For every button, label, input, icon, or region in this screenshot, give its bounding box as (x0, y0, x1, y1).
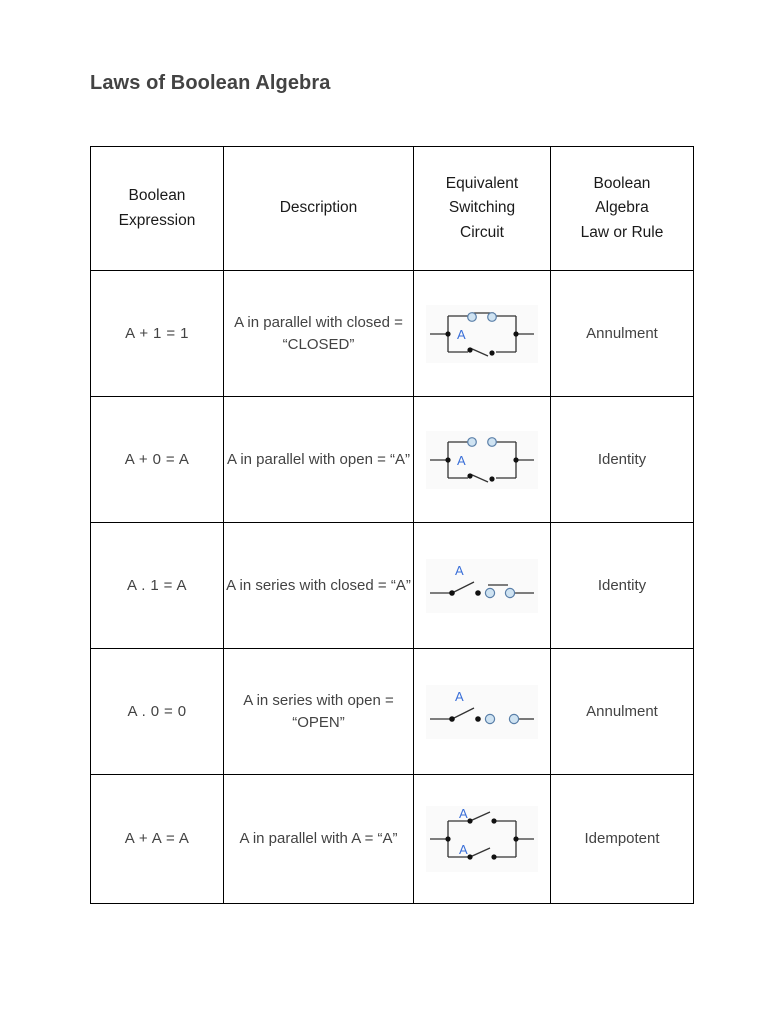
circuit-parallel-a-a: A A (426, 806, 538, 872)
node-dot (467, 346, 473, 353)
circuit-parallel-open: A (426, 430, 538, 489)
cell-description: A in parallel with open = “A” (223, 396, 414, 523)
terminal-dot (504, 587, 516, 598)
node-dot (513, 330, 519, 337)
node-dot (491, 818, 497, 824)
cell-description: A in parallel with closed = “CLOSED” (223, 270, 414, 397)
node-dot (449, 715, 455, 722)
header-line: Equivalent (445, 175, 519, 193)
cell-boolean-expression: A . 0 = 0 (90, 648, 224, 775)
node-dot (489, 349, 495, 356)
switch-label-A: A (455, 563, 464, 578)
terminal-dot (508, 713, 520, 724)
boolean-laws-table: Boolean Expression Description Equivalen… (90, 146, 694, 904)
cell-switching-circuit: A (413, 270, 551, 397)
node-dot (475, 715, 481, 722)
node-dot (445, 836, 451, 842)
header-line: Algebra (595, 199, 649, 217)
table-row: A . 1 = A A in series with closed = “A” (90, 522, 694, 649)
switch-label-A-bottom: A (459, 842, 468, 857)
cell-boolean-expression: A + 1 = 1 (90, 270, 224, 397)
switch-label-A-top: A (459, 806, 468, 821)
page-title: Laws of Boolean Algebra (90, 72, 331, 94)
header-line: Expression (118, 211, 196, 229)
cell-description: A in parallel with A = “A” (223, 774, 414, 904)
node-dot (489, 475, 495, 482)
switch-label-A: A (457, 327, 466, 342)
cell-law-or-rule: Identity (550, 396, 694, 523)
terminal-dot (467, 436, 477, 447)
node-dot (491, 854, 497, 860)
cell-law-or-rule: Annulment (550, 270, 694, 397)
header-line: Circuit (460, 223, 504, 241)
cell-switching-circuit: A (413, 396, 551, 523)
cell-description: A in series with closed = “A” (223, 522, 414, 649)
cell-switching-circuit: A (413, 648, 551, 775)
switch-label-A: A (457, 453, 466, 468)
node-dot (445, 456, 451, 463)
node-dot (467, 818, 473, 824)
terminal-dot (484, 587, 496, 598)
cell-switching-circuit: A A (413, 774, 551, 904)
column-header-description: Description (223, 146, 414, 271)
terminal-dot (484, 713, 496, 724)
header-line: Law or Rule (580, 223, 664, 241)
terminal-dot (487, 311, 497, 322)
terminal-dot (487, 436, 497, 447)
column-header-equivalent-switching-circuit: Equivalent Switching Circuit (413, 146, 551, 271)
cell-boolean-expression: A . 1 = A (90, 522, 224, 649)
node-dot (445, 330, 451, 337)
switch-label-A: A (455, 689, 464, 704)
node-dot (513, 836, 519, 842)
cell-description: A in series with open = “OPEN” (223, 648, 414, 775)
node-dot (467, 854, 473, 860)
node-dot (475, 589, 481, 596)
cell-law-or-rule: Identity (550, 522, 694, 649)
header-line: Boolean (593, 175, 651, 193)
circuit-series-closed: A (426, 558, 538, 613)
table-row: A + 0 = A A in parallel with open = “A” (90, 396, 694, 523)
table-header-row: Boolean Expression Description Equivalen… (90, 146, 694, 271)
node-dot (449, 589, 455, 596)
circuit-series-open: A (426, 684, 538, 739)
table-row: A + 1 = 1 A in parallel with closed = “C… (90, 270, 694, 397)
header-line: Switching (448, 199, 516, 217)
cell-law-or-rule: Idempotent (550, 774, 694, 904)
node-dot (513, 456, 519, 463)
node-dot (467, 472, 473, 479)
terminal-dot (467, 311, 477, 322)
header-line: Description (279, 199, 358, 217)
cell-boolean-expression: A + A = A (90, 774, 224, 904)
table-row: A . 0 = 0 A in series with open = “OPEN” (90, 648, 694, 775)
column-header-boolean-expression: Boolean Expression (90, 146, 224, 271)
column-header-boolean-algebra-law: Boolean Algebra Law or Rule (550, 146, 694, 271)
cell-law-or-rule: Annulment (550, 648, 694, 775)
cell-switching-circuit: A (413, 522, 551, 649)
table-row: A + A = A A in parallel with A = “A” (90, 774, 694, 904)
header-line: Boolean (128, 187, 186, 205)
circuit-parallel-closed: A (426, 304, 538, 363)
cell-boolean-expression: A + 0 = A (90, 396, 224, 523)
